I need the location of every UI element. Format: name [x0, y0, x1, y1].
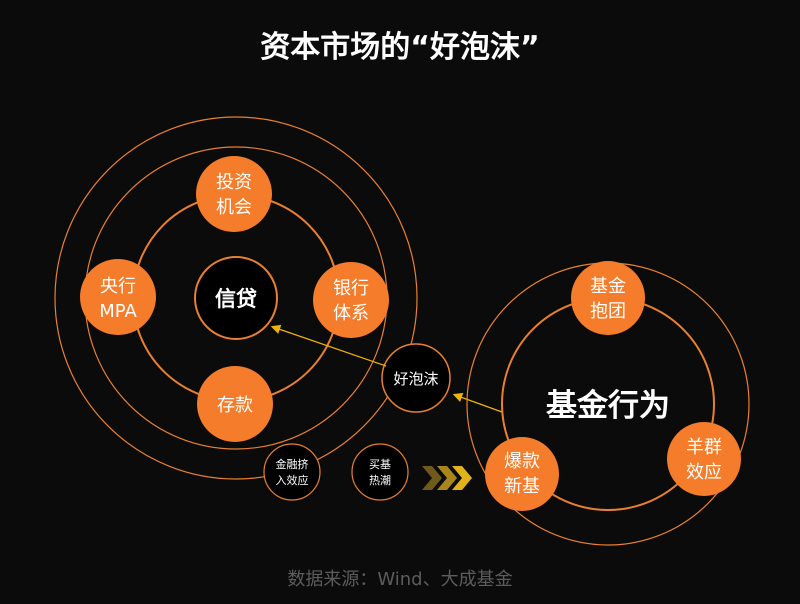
node-label: 机会	[216, 197, 252, 218]
node-herd-effect: 羊群 效应	[667, 422, 741, 496]
node-label: 入效应	[276, 473, 309, 487]
node-label: 金融挤	[276, 457, 309, 471]
node-label: 基金	[590, 276, 626, 297]
node-central-bank-mpa: 央行 MPA	[80, 259, 156, 335]
arrow-to-good-bubble	[452, 392, 503, 413]
node-label: 热潮	[369, 473, 391, 487]
page-title: 资本市场的“好泡沫”	[260, 30, 539, 65]
node-label: 投资	[216, 172, 252, 193]
node-deposit: 存款	[197, 366, 273, 442]
node-fund-grouping: 基金 抱团	[571, 261, 645, 335]
data-source: 数据来源：Wind、大成基金	[287, 569, 512, 590]
node-label: 体系	[333, 303, 369, 324]
fund-buying-craze: 买基 热潮	[351, 443, 409, 501]
financial-squeeze-effect: 金融挤 入效应	[263, 443, 321, 501]
chevron-arrows-icon	[422, 466, 472, 490]
node-investment-opportunity: 投资 机会	[196, 156, 272, 232]
node-label: 买基	[369, 458, 391, 471]
fund-behavior-label: 基金行为	[546, 388, 670, 424]
good-bubble-circle	[381, 343, 451, 413]
left-outer-ring	[54, 116, 418, 480]
node-label: 存款	[217, 395, 253, 416]
node-label: 效应	[686, 462, 722, 483]
node-banking-system: 银行 体系	[313, 262, 389, 338]
credit-circle	[194, 256, 278, 340]
node-label: 羊群	[686, 437, 722, 458]
node-label: 抱团	[590, 301, 626, 322]
node-label: MPA	[99, 301, 137, 322]
node-label: 央行	[100, 276, 136, 297]
credit-label: 信贷	[215, 287, 257, 311]
node-label: 爆款	[504, 451, 540, 472]
node-label: 新基	[504, 476, 540, 497]
arrow-to-credit	[270, 324, 387, 367]
node-label: 银行	[333, 278, 369, 299]
good-bubble-label: 好泡沫	[393, 370, 438, 388]
node-hit-new-funds: 爆款 新基	[485, 437, 559, 511]
